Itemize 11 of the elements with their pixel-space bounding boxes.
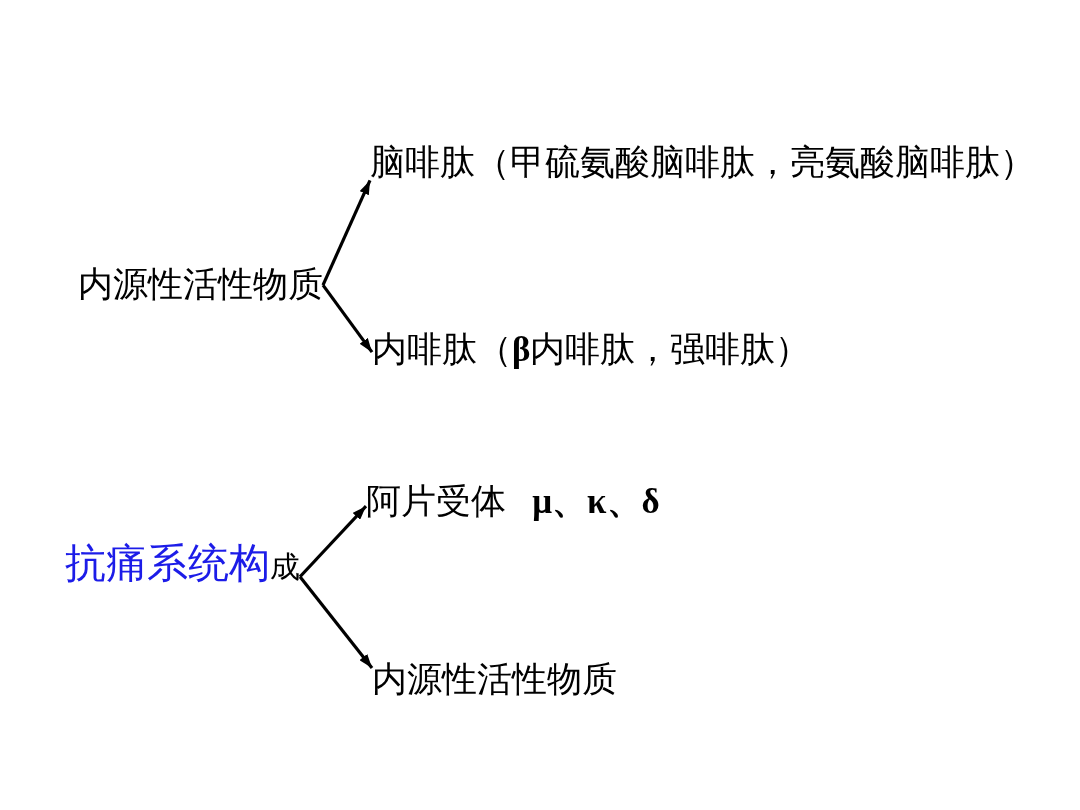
branch-label: 内啡肽（β内啡肽，强啡肽） xyxy=(372,330,811,371)
arrow xyxy=(321,179,372,286)
arrow xyxy=(321,284,374,354)
root-label: 抗痛系统构 xyxy=(65,540,270,588)
branch-label: 脑啡肽（甲硫氨酸脑啡肽，亮氨酸脑啡肽） xyxy=(370,143,1035,184)
branch-label: 阿片受体 μ、κ、δ xyxy=(366,482,660,523)
root-label-suffix: 成 xyxy=(270,550,300,585)
arrow xyxy=(298,505,368,578)
branch-label: 内源性活性物质 xyxy=(372,660,617,701)
root-label: 内源性活性物质 xyxy=(78,265,323,306)
arrow xyxy=(298,575,374,670)
